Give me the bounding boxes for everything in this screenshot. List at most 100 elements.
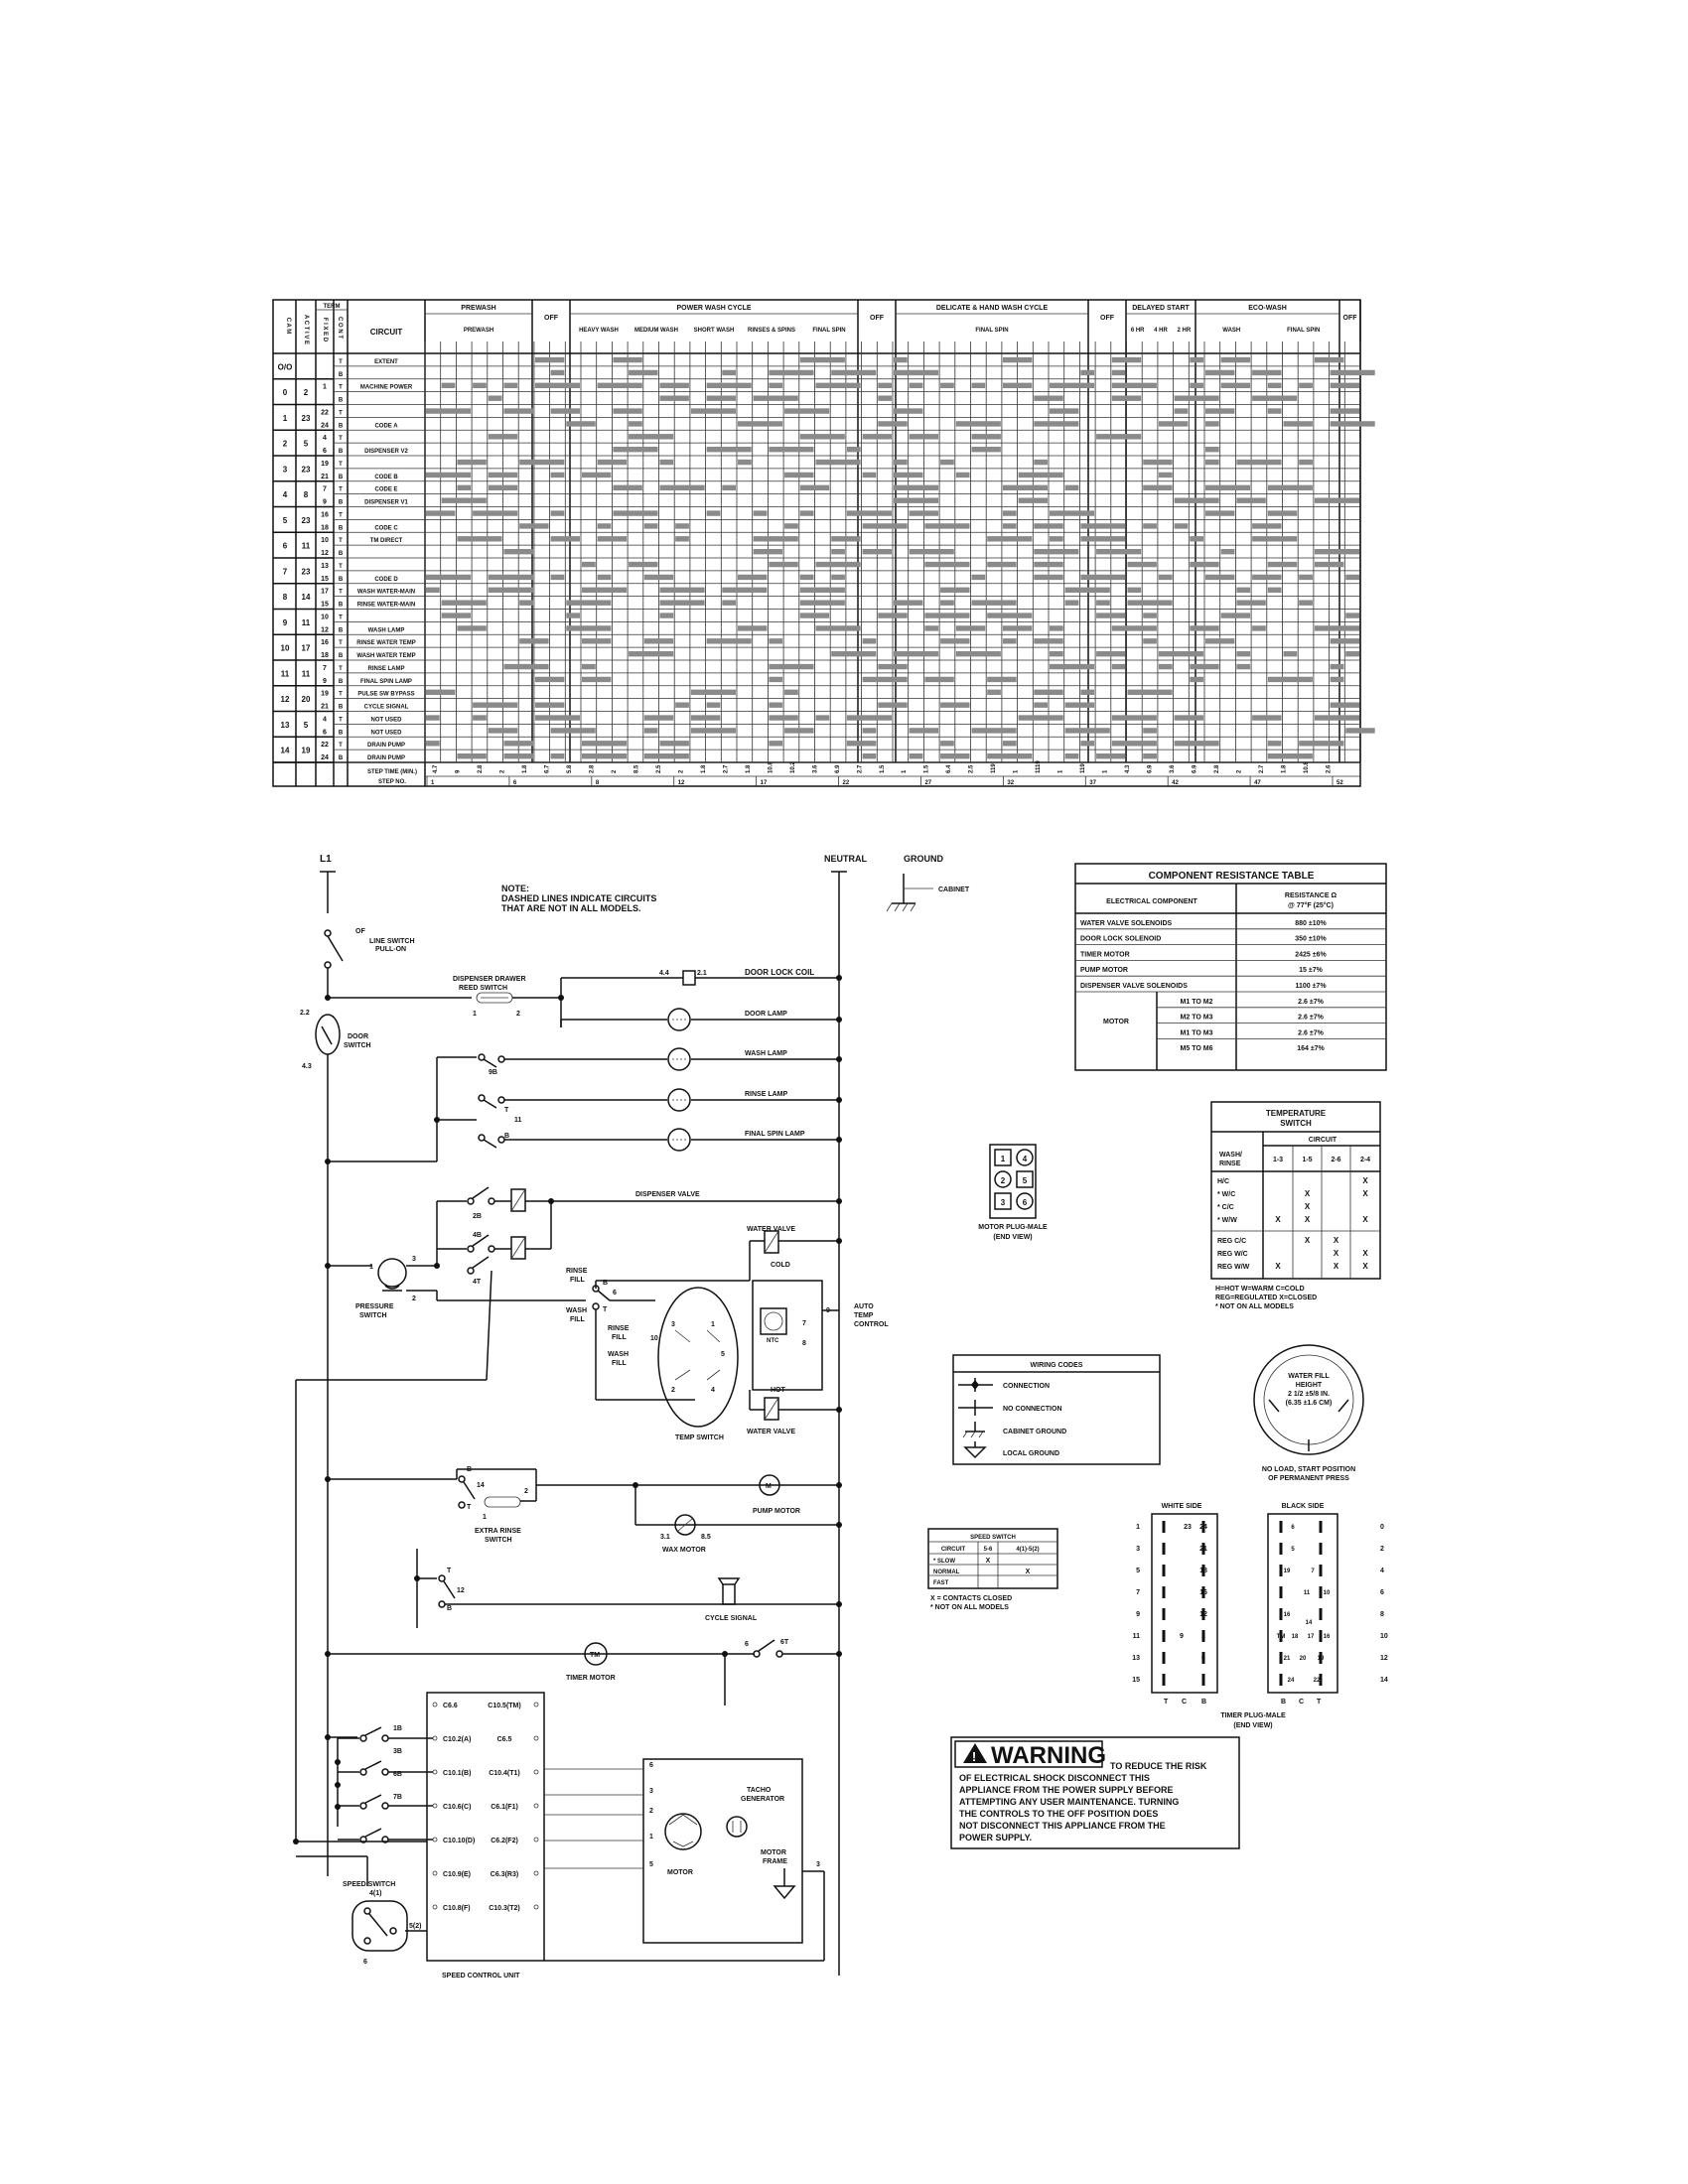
plug-pin-3: 5 (1023, 1176, 1028, 1185)
rinse-contact-b: B (504, 1133, 509, 1140)
water-fill-label-4: (6.35 ±1.6 CM) (1286, 1400, 1333, 1407)
step-no-1: 6 (513, 780, 517, 786)
timer-plug-right-3: 6 (1380, 1589, 1384, 1596)
timer-plug-left-4: 9 (1136, 1611, 1140, 1618)
step-time-12: 1.8 (701, 764, 707, 773)
row-circuit-0: EXTENT (374, 359, 398, 365)
row-cont-28: T (339, 717, 343, 723)
fill-contact-6: 6 (613, 1290, 617, 1297)
row-active-18: 14 (302, 593, 311, 602)
scu-left-6: C10.8(F) (443, 1905, 471, 1912)
fill-contact-b: B (603, 1280, 608, 1287)
row-active-30: 19 (302, 747, 311, 755)
white-col-c: C (1182, 1699, 1187, 1706)
step-time-4: 1.8 (522, 764, 528, 773)
step-time-11: 2 (678, 769, 684, 773)
warning-line-7: POWER SUPPLY. (959, 1833, 1032, 1843)
cycle-sub-2-3: RINSES & SPINS (748, 328, 795, 334)
row-cam-12: 5 (283, 516, 288, 525)
cycle-sub-7-1: FINAL SPIN (1287, 328, 1320, 334)
step-time-9: 8.5 (633, 764, 639, 773)
reed-switch-label: DISPENSER DRAWER (453, 976, 526, 983)
res-value-4: 1100 ±7% (1295, 983, 1327, 990)
white-pin-3: 18 (1199, 1568, 1207, 1574)
row-fixed-9: 21 (321, 474, 329, 480)
cycle-sub-2-0: HEAVY WASH (579, 328, 619, 334)
black-pin-11: 16 (1324, 1634, 1331, 1640)
row-circuit-22: RINSE WATER TEMP (356, 640, 416, 646)
warning-line-5: THE CONTROLS TO THE OFF POSITION DOES (959, 1809, 1158, 1819)
water-fill-label-3: 2 1/2 ±5/8 IN. (1288, 1391, 1330, 1398)
scu-right-3: C6.1(F1) (491, 1804, 518, 1811)
black-pin-3: 7 (1311, 1569, 1315, 1574)
scu-terminals: C6.6C10.2(A)C10.1(B)C10.6(C)C10.10(D)C10… (338, 1702, 539, 1912)
timer-motor-label: TIMER MOTOR (566, 1675, 616, 1682)
wiring-codes-legend: WIRING CODES CONNECTION NO CONNECTION CA… (952, 1354, 1161, 1465)
row-fixed-21: 12 (321, 626, 329, 633)
row-cont-29: B (339, 730, 344, 736)
row-cont-19: B (339, 603, 344, 609)
row-cam-26: 12 (281, 695, 290, 704)
temp-row-label-1: * W/C (1217, 1191, 1235, 1198)
row-active-14: 11 (302, 542, 311, 551)
row-fixed-10: 7 (323, 486, 327, 493)
disp-contact-2b: 2B (473, 1213, 482, 1220)
temp-switch-assembly: RINSE FILL WASH FILL B 6 T RINSE FILL WA… (566, 1226, 889, 1441)
cs-contact-b: B (447, 1605, 452, 1612)
step-time-17: 3.6 (812, 764, 818, 773)
reed-contact-2: 2 (516, 1011, 520, 1018)
disp-contact-4b: 4B (473, 1232, 482, 1239)
row-circuit-14: TM DIRECT (370, 538, 403, 544)
pump-motor: M PUMP MOTOR 3.1 8.5 WAX MOTOR (633, 1474, 842, 1554)
row-cont-15: B (339, 551, 344, 557)
row-cont-0: T (339, 359, 343, 365)
cont-header: C O N T (337, 317, 343, 339)
wiring-code-connection: CONNECTION (1003, 1383, 1050, 1390)
atc-contact-7: 7 (802, 1320, 806, 1327)
cycle-header-2: POWER WASH CYCLE (676, 305, 751, 312)
black-pin-16: 22 (1314, 1678, 1321, 1684)
temp-switch-table: TEMPERATURE SWITCH CIRCUIT WASH/ RINSE 1… (1210, 1101, 1381, 1310)
extra-rinse-switch: B 14 T 1 2 EXTRA RINSE SWITCH (325, 1466, 839, 1544)
warning-line-2: OF ELECTRICAL SHOCK DISCONNECT THIS (959, 1773, 1150, 1783)
scu-contact-1b: 1B (393, 1725, 402, 1732)
er-contact-t: T (467, 1504, 472, 1511)
row-cam-10: 4 (283, 490, 288, 499)
scu-left-0: C6.6 (443, 1703, 458, 1709)
row-active-6: 5 (304, 440, 309, 449)
row-cont-10: T (339, 487, 343, 493)
res-value-3: 15 ±7% (1299, 967, 1323, 974)
cycle-signal-label: CYCLE SIGNAL (705, 1615, 758, 1622)
step-time-30: 1 (1103, 769, 1109, 773)
row-fixed-18: 17 (321, 589, 329, 596)
rinse-lamp-label: RINSE LAMP (745, 1091, 788, 1098)
row-fixed-15: 12 (321, 550, 329, 557)
row-circuit-17: CODE D (374, 577, 398, 583)
row-circuit-13: CODE C (374, 525, 398, 531)
res-motor-value-2: 2.6 ±7% (1298, 1029, 1324, 1036)
row-cont-2: T (339, 385, 343, 391)
row-fixed-24: 7 (323, 665, 327, 672)
temp-row-label-5: REG W/C (1217, 1251, 1248, 1258)
motor-plug-label-2: (END VIEW) (993, 1234, 1032, 1241)
step-time-0: 4.7 (433, 764, 439, 773)
black-pin-15: 24 (1288, 1678, 1295, 1684)
scu-right-5: C6.3(R3) (491, 1871, 518, 1878)
temp-cell-4-1: X (1305, 1236, 1311, 1245)
cycle-sub-2-4: FINAL SPIN (812, 328, 845, 334)
speed-table-title: SPEED SWITCH (970, 1535, 1016, 1541)
row-circuit-21: WASH LAMP (368, 627, 405, 633)
row-cont-1: B (339, 372, 344, 378)
row-cam-22: 10 (281, 644, 290, 653)
res-component-0: WATER VALVE SOLENOIDS (1080, 920, 1173, 927)
timer-plug-left-1: 3 (1136, 1546, 1140, 1553)
timer-plug-label-2: (END VIEW) (1233, 1722, 1272, 1729)
step-no-10: 47 (1254, 780, 1261, 786)
er-contact-2: 2 (524, 1488, 528, 1495)
wash-lamp-bulb (667, 1047, 691, 1071)
row-cont-12: T (339, 512, 343, 518)
